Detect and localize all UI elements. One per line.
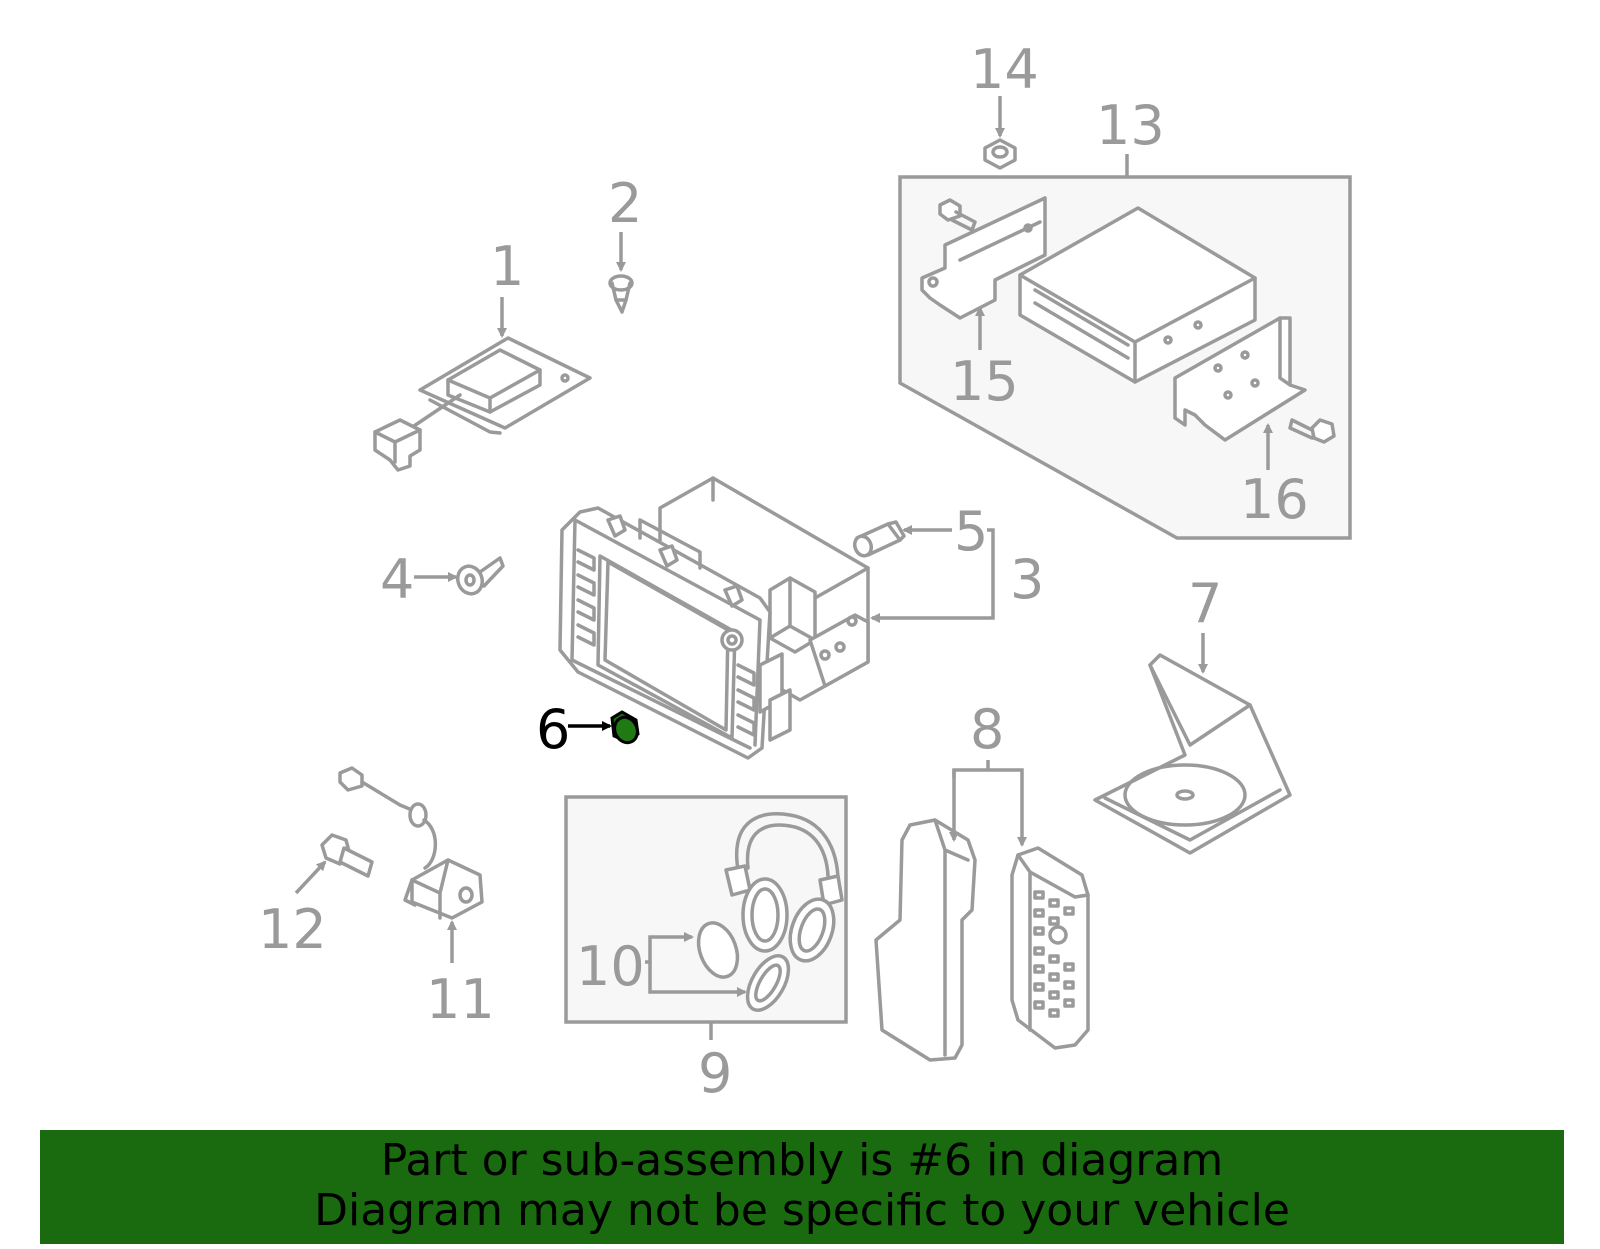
banner-line-part: Part or sub-assembly is #6 in diagram xyxy=(380,1135,1224,1186)
callout-12: 12 xyxy=(258,898,327,961)
callout-3: 3 xyxy=(1010,548,1044,611)
callout-labels: 1 2 3 4 5 6 7 8 9 10 11 12 13 14 15 16 xyxy=(258,38,1309,1105)
part-14-nut xyxy=(983,138,1017,170)
callout-6[interactable]: 6 xyxy=(536,698,570,761)
callout-13: 13 xyxy=(1096,94,1165,157)
callout-15: 15 xyxy=(950,350,1019,413)
part-1-module xyxy=(373,336,592,472)
leader-lines xyxy=(294,96,1273,1040)
part-7-disc-case xyxy=(1093,653,1292,855)
part-3-head-unit xyxy=(558,476,870,760)
part-11-camera xyxy=(338,766,484,920)
part-10-ear-cushions xyxy=(696,921,791,1012)
callout-11: 11 xyxy=(426,968,495,1031)
part-5-bulb xyxy=(852,520,906,558)
callout-9: 9 xyxy=(698,1042,732,1105)
part-8-remote-holder xyxy=(874,818,1090,1062)
info-banner: Part or sub-assembly is #6 in diagram Di… xyxy=(40,1130,1564,1244)
callout-7: 7 xyxy=(1188,572,1222,635)
callout-1: 1 xyxy=(490,235,524,298)
callout-14: 14 xyxy=(970,38,1039,101)
banner-line-disclaimer: Diagram may not be specific to your vehi… xyxy=(314,1185,1290,1236)
part-9-headphones xyxy=(724,812,844,963)
callout-4: 4 xyxy=(380,548,414,611)
callout-2: 2 xyxy=(608,172,642,235)
part-2-clip xyxy=(608,274,634,314)
part-16-bracket xyxy=(1173,316,1336,444)
callout-8: 8 xyxy=(970,698,1004,761)
callout-10: 10 xyxy=(576,935,645,998)
part-15-bracket xyxy=(920,196,1047,320)
callout-16: 16 xyxy=(1240,468,1309,531)
callout-5: 5 xyxy=(954,500,988,563)
part-6-knob[interactable] xyxy=(610,710,642,746)
remote-buttons xyxy=(1033,890,1075,1018)
part-13-cd-changer xyxy=(1018,206,1257,384)
part-4-screw xyxy=(455,556,505,596)
part-12-bolt xyxy=(320,833,374,878)
